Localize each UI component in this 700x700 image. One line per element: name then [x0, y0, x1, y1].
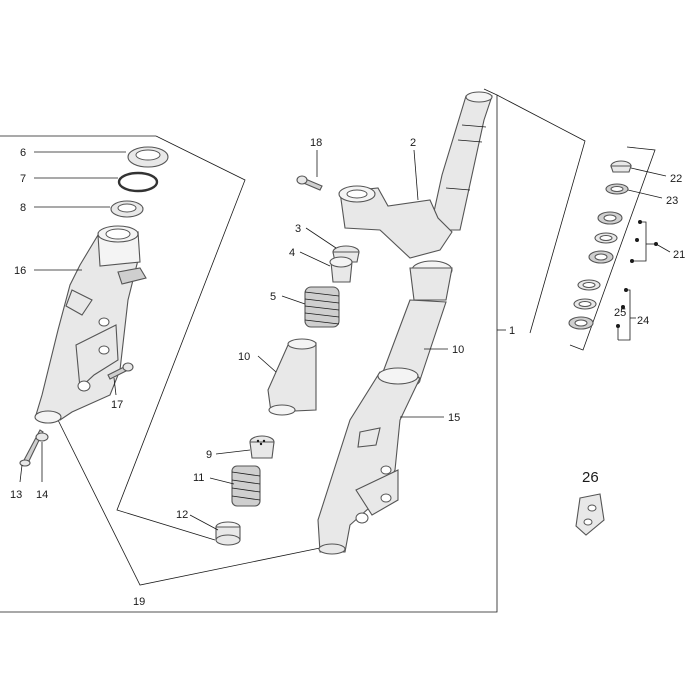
left-fork-leg [34, 225, 147, 424]
group-outline-1 [0, 88, 586, 613]
callout-7: 7 [20, 173, 26, 185]
callout-12: 12 [176, 509, 188, 521]
callout-16: 16 [14, 265, 26, 277]
callout-26: 26 [582, 469, 599, 486]
seal-6 [127, 146, 169, 168]
clip-ring-7 [117, 171, 159, 193]
right-fork-leg-15 [317, 367, 421, 555]
callout-4: 4 [289, 247, 295, 259]
bearing-dots [616, 220, 658, 328]
tube-10-inner [267, 338, 317, 416]
callout-24: 24 [637, 315, 649, 327]
callout-2: 2 [410, 137, 416, 149]
callout-5: 5 [270, 291, 276, 303]
callout-9: 9 [206, 449, 212, 461]
group-outline-left-bracket [0, 135, 246, 541]
washer-8 [110, 200, 144, 218]
callout-labels: 6 7 8 16 13 14 17 18 2 3 4 5 10 9 11 12 … [10, 137, 685, 608]
triple-clamp [338, 185, 453, 301]
callout-21: 21 [673, 249, 685, 261]
callout-13: 13 [10, 489, 22, 501]
group-outline-parts-bracket [569, 146, 656, 351]
bolt-18 [296, 175, 323, 191]
callout-23: 23 [666, 195, 678, 207]
cap-12 [215, 521, 241, 546]
callout-25: 25 [614, 307, 626, 319]
callout-11: 11 [193, 472, 204, 484]
bracket-24 [617, 289, 636, 341]
callout-22: 22 [670, 173, 682, 185]
washer-14 [35, 432, 49, 442]
callout-1: 1 [509, 325, 515, 337]
spring-5 [304, 286, 340, 328]
clip-26 [575, 493, 605, 536]
leader-lines [19, 149, 667, 531]
callout-19: 19 [133, 596, 145, 608]
group-outline-19 [57, 419, 321, 586]
steering-stem [429, 91, 493, 231]
spring-11 [231, 465, 261, 507]
bearing-stack [568, 160, 632, 330]
callout-10-tube: 10 [452, 344, 464, 356]
callout-18: 18 [310, 137, 322, 149]
callout-10-inner: 10 [238, 351, 250, 363]
bracket-21 [632, 221, 671, 262]
bushing-4 [329, 256, 353, 283]
damper-9 [249, 435, 275, 459]
screw-17 [107, 362, 134, 380]
callout-14: 14 [36, 489, 48, 501]
callout-8: 8 [20, 202, 26, 214]
callout-6: 6 [20, 147, 26, 159]
callout-17: 17 [111, 399, 123, 411]
callout-3: 3 [295, 223, 301, 235]
callout-15: 15 [448, 412, 460, 424]
